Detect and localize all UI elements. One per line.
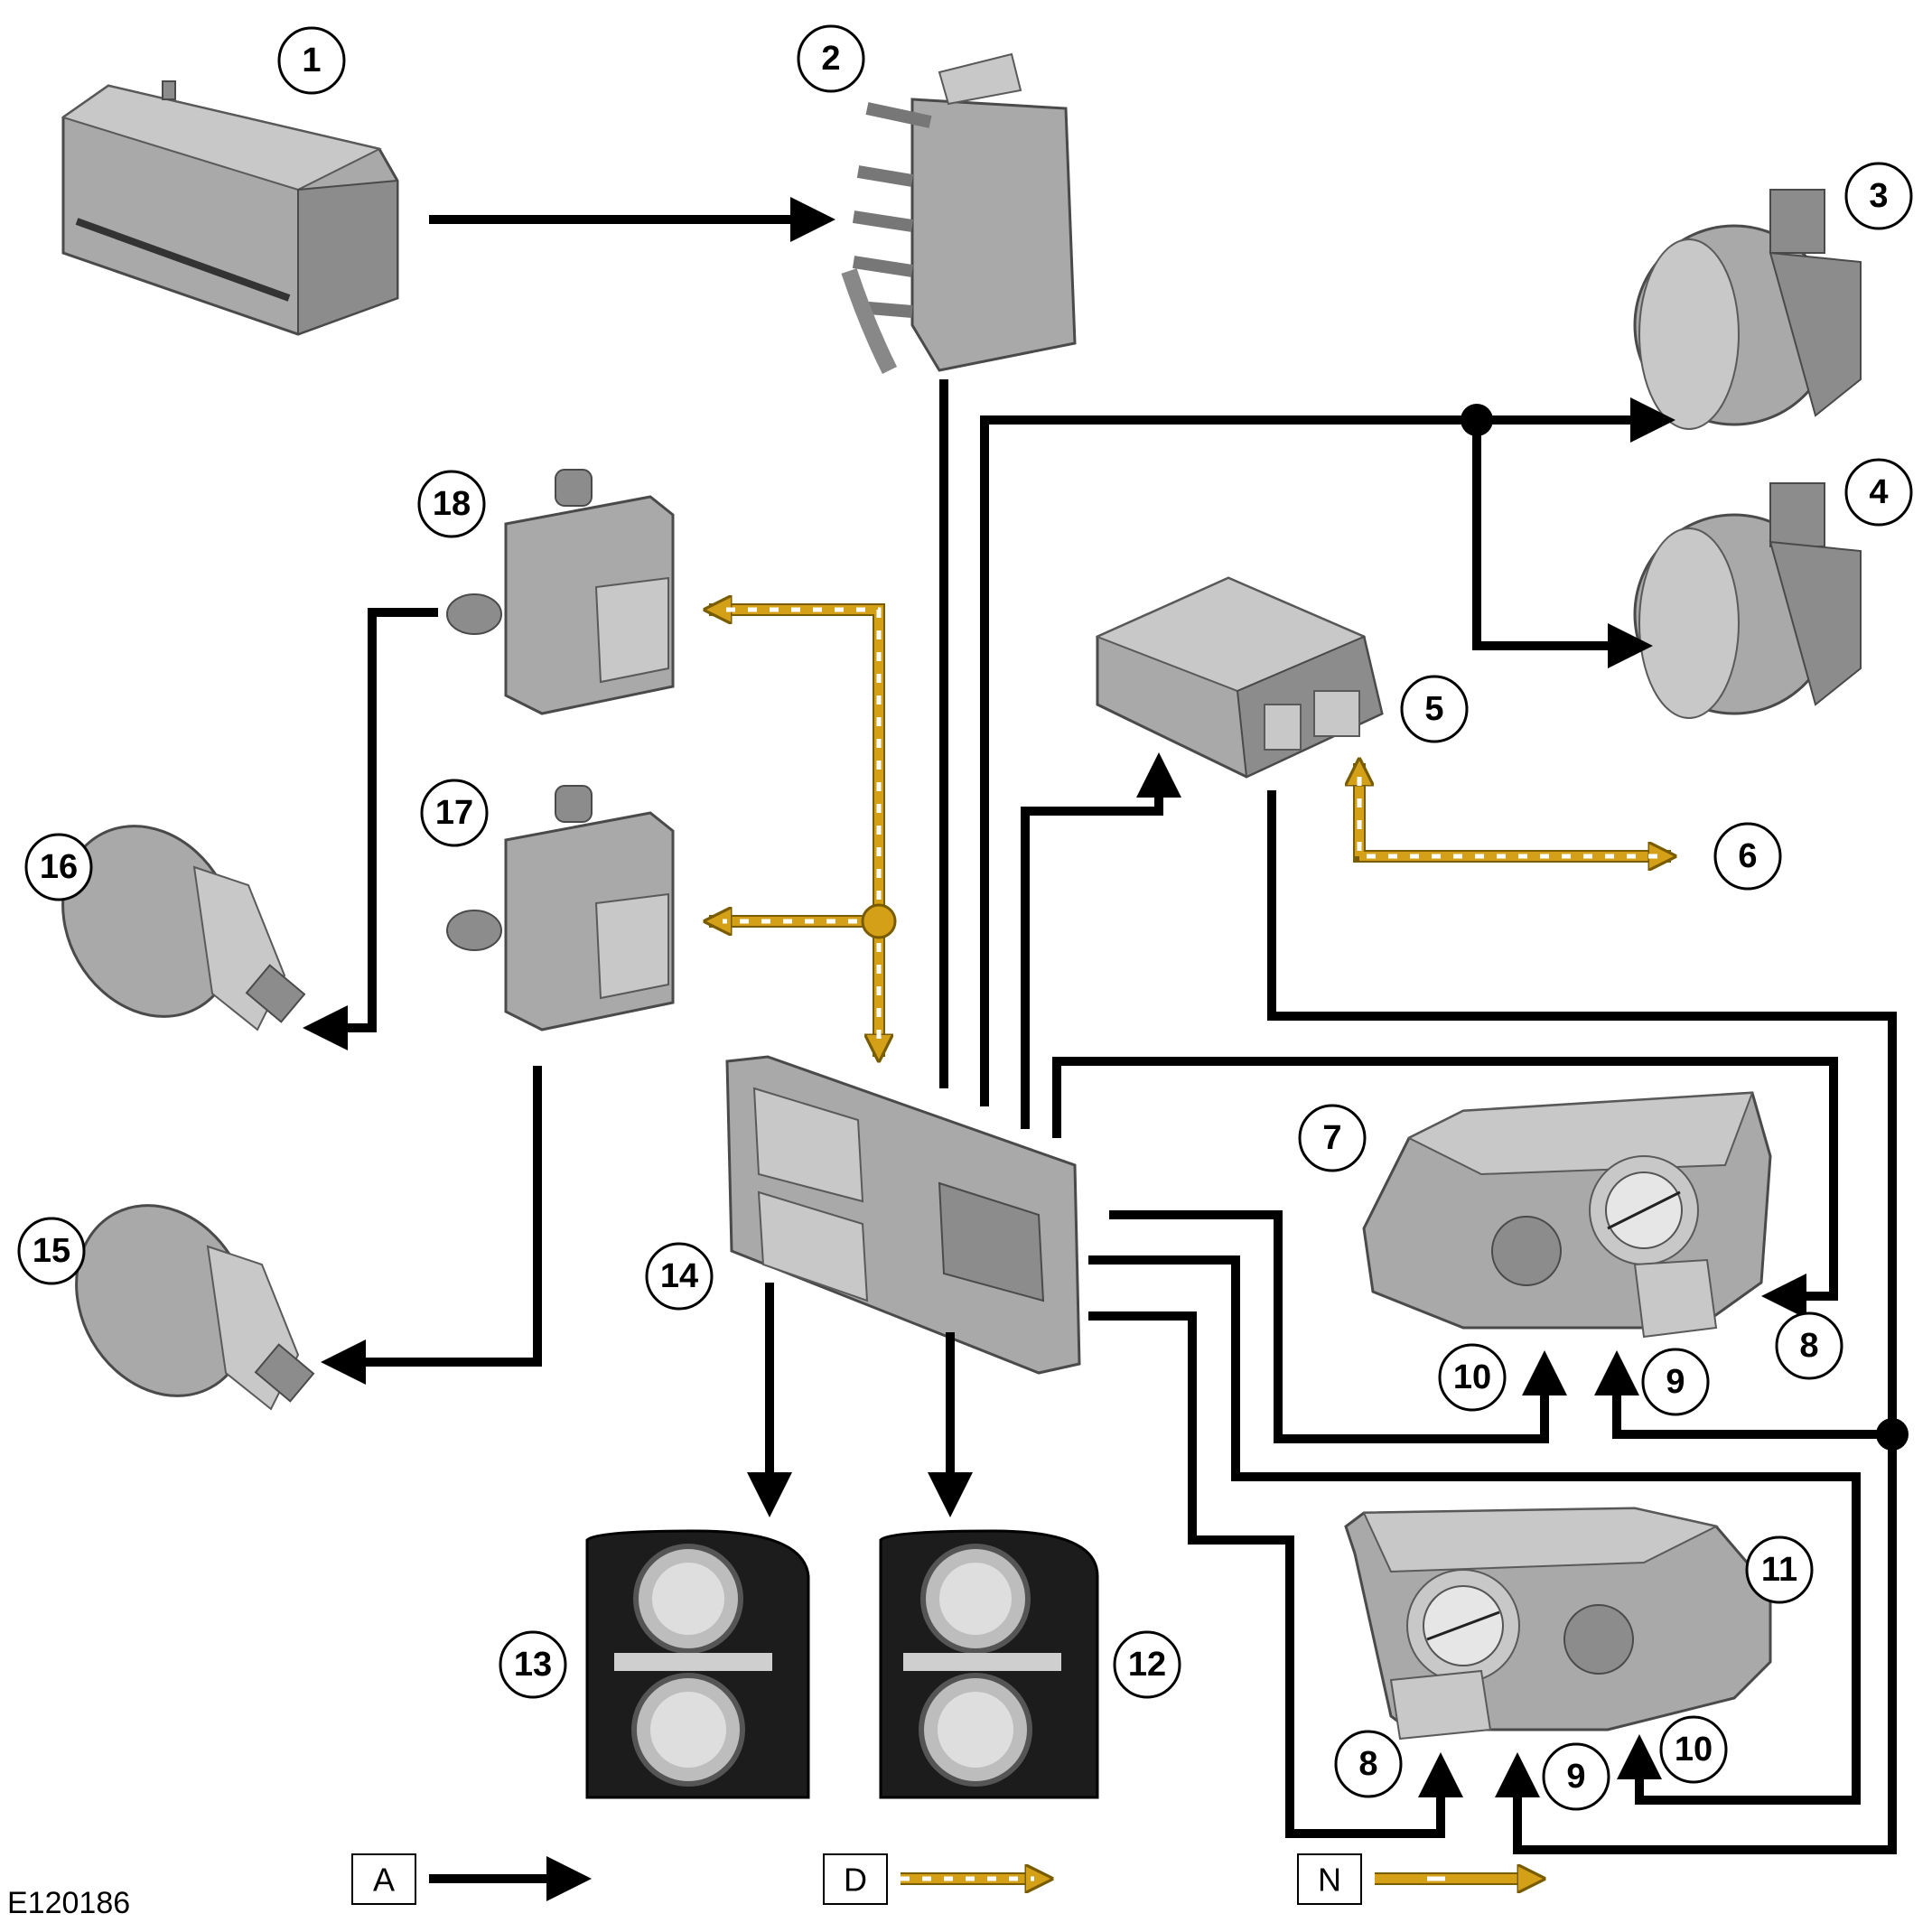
horn-upper — [1633, 189, 1862, 430]
svg-text:2: 2 — [821, 40, 840, 78]
svg-text:1: 1 — [302, 42, 321, 79]
callout-6: 6 — [1713, 822, 1782, 891]
figure-id: E120186 — [7, 1886, 130, 1920]
svg-text:10: 10 — [1675, 1731, 1713, 1769]
svg-text:9: 9 — [1566, 1758, 1585, 1796]
callout-11: 11 — [1745, 1535, 1814, 1604]
rear-junction-box — [725, 1055, 1081, 1375]
callout-9-lower: 9 — [1542, 1742, 1610, 1811]
svg-text:18: 18 — [433, 485, 471, 523]
callout-8-lower: 8 — [1334, 1730, 1403, 1798]
svg-text:A: A — [373, 1862, 395, 1899]
callout-16: 16 — [24, 833, 93, 901]
callout-4: 4 — [1844, 458, 1913, 527]
svg-text:12: 12 — [1128, 1646, 1166, 1684]
callout-10-upper: 10 — [1438, 1343, 1507, 1412]
svg-text:9: 9 — [1666, 1363, 1685, 1401]
central-junction-box — [841, 52, 1077, 375]
svg-text:D: D — [844, 1862, 867, 1899]
legend-hardwired: A — [351, 1853, 592, 1905]
legend-can-bus-d: D — [823, 1853, 1048, 1905]
callout-15: 15 — [17, 1217, 86, 1285]
svg-text:6: 6 — [1738, 837, 1757, 875]
module-17 — [446, 785, 675, 1031]
svg-text:17: 17 — [435, 794, 473, 832]
svg-text:7: 7 — [1322, 1119, 1341, 1157]
callout-10-lower: 10 — [1659, 1715, 1728, 1784]
callout-3: 3 — [1844, 162, 1913, 230]
svg-text:11: 11 — [1761, 1551, 1797, 1589]
svg-text:3: 3 — [1869, 177, 1888, 215]
headlamp-lower — [1344, 1507, 1772, 1741]
callout-8-upper: 8 — [1775, 1311, 1843, 1380]
svg-text:13: 13 — [514, 1646, 552, 1684]
headlamp-upper — [1362, 1091, 1772, 1339]
callout-12: 12 — [1113, 1630, 1181, 1699]
callout-7: 7 — [1298, 1104, 1367, 1172]
can-bus-connections — [709, 610, 1671, 1057]
module-18 — [446, 469, 675, 715]
callout-14: 14 — [645, 1242, 714, 1311]
tail-lamp-12 — [879, 1529, 1099, 1799]
svg-text:8: 8 — [1799, 1327, 1818, 1365]
svg-text:N: N — [1318, 1862, 1341, 1899]
svg-text:10: 10 — [1453, 1358, 1491, 1396]
callout-18: 18 — [417, 470, 486, 538]
tail-lamp-13 — [585, 1529, 810, 1799]
hardwired-connections — [303, 197, 1909, 1854]
callout-13: 13 — [499, 1630, 567, 1699]
svg-text:14: 14 — [660, 1257, 698, 1295]
callout-17: 17 — [420, 779, 489, 847]
battery — [61, 80, 399, 336]
sensor-15 — [75, 1204, 315, 1411]
sensor-16 — [61, 825, 306, 1031]
callout-2: 2 — [797, 24, 865, 93]
svg-text:4: 4 — [1869, 473, 1888, 511]
legend-bus-n: N — [1297, 1853, 1540, 1905]
callout-1: 1 — [277, 26, 346, 95]
svg-text:8: 8 — [1358, 1745, 1377, 1783]
horn-lower — [1633, 482, 1862, 719]
svg-text:15: 15 — [33, 1232, 70, 1270]
callout-9-upper: 9 — [1641, 1348, 1710, 1416]
svg-text:5: 5 — [1424, 690, 1443, 728]
callout-5: 5 — [1400, 675, 1469, 743]
module-5 — [1095, 576, 1384, 779]
svg-text:16: 16 — [40, 848, 78, 886]
